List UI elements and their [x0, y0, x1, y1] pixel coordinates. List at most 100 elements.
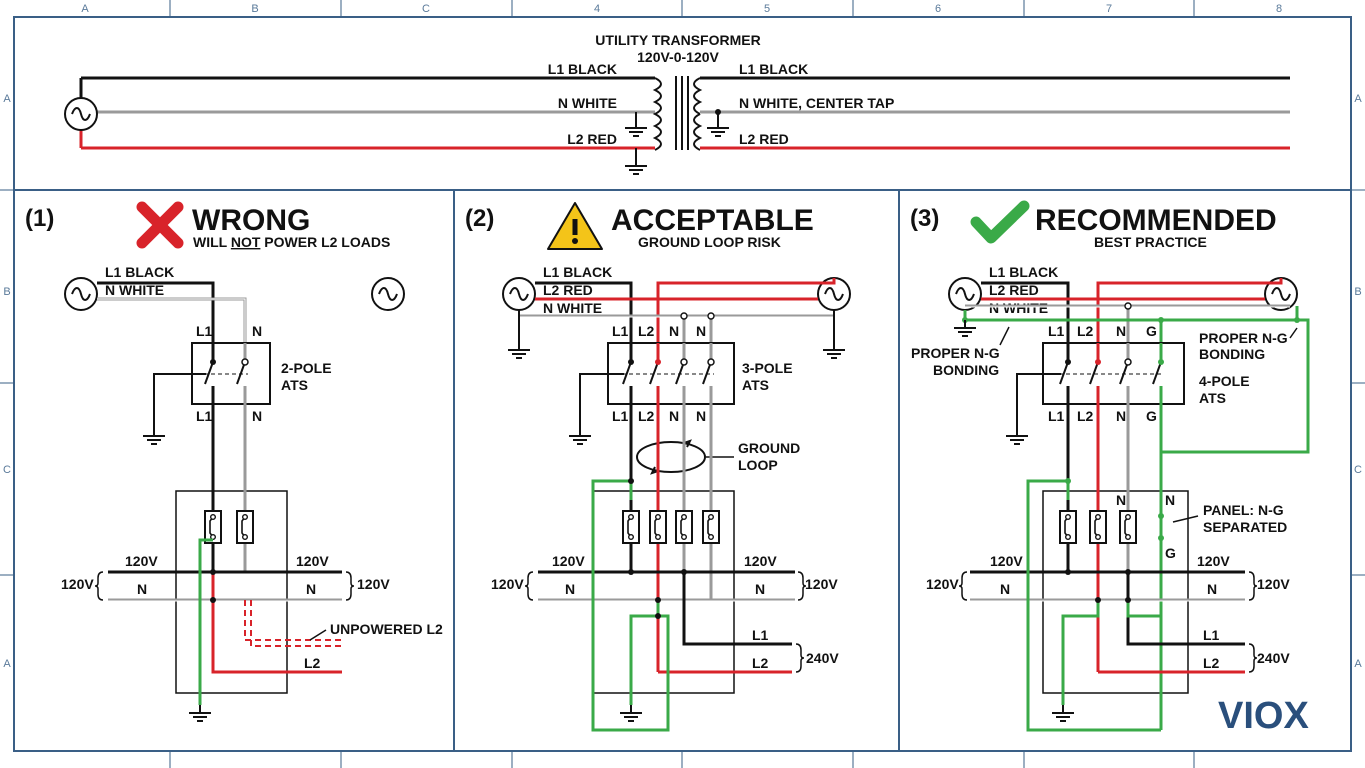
ats-label: 2-POLE [281, 360, 332, 376]
breaker-icon [702, 510, 720, 544]
panel-number: (2) [465, 205, 494, 232]
secondary-l2-label: L2 RED [739, 131, 789, 147]
l1-black-label: L1 BLACK [543, 264, 612, 280]
ruler-row: C [1354, 464, 1362, 476]
pole-label: L2 [638, 408, 655, 424]
voltage-label: 120V [357, 576, 390, 592]
pole-label: N [696, 408, 706, 424]
l1-black-label: L1 BLACK [989, 264, 1058, 280]
panel-recommended: (3) RECOMMENDED BEST PRACTICE L1 BLACK L… [910, 200, 1310, 732]
l1-wire [97, 281, 215, 355]
pole-label: N [1116, 408, 1126, 424]
n-label: N [137, 581, 147, 597]
breaker-icon [1059, 510, 1077, 544]
l2-label: L2 [752, 655, 769, 671]
voltage-240-label: 240V [806, 650, 839, 666]
ng-bonding-wire [963, 310, 1310, 454]
ats-label: 4-POLE [1199, 373, 1250, 389]
ground-icon [1005, 427, 1029, 445]
ng-bonding-label: BONDING [1199, 346, 1265, 362]
secondary-n-label: N WHITE, CENTER TAP [739, 95, 894, 111]
pole-label: L1 [612, 408, 629, 424]
ruler-col: 6 [935, 3, 941, 15]
viox-logo: VIOX [1218, 695, 1309, 737]
ruler-row: C [3, 464, 11, 476]
l2-wire [211, 572, 342, 674]
ground-icon [953, 319, 977, 337]
secondary-coil-icon [693, 77, 703, 151]
breaker-icon [236, 510, 254, 544]
ground-wire [198, 538, 213, 705]
ruler-col: C [422, 3, 430, 15]
l1-label: L1 [1203, 627, 1220, 643]
n-white-label: N WHITE [543, 300, 602, 316]
ground-icon [619, 704, 643, 722]
utility-transformer: UTILITY TRANSFORMER 120V-0-120V L1 BLACK… [64, 32, 1290, 175]
unpowered-l2-label: UNPOWERED L2 [330, 621, 443, 637]
ng-bonding-label: PROPER N-G [1199, 330, 1288, 346]
panel-subheading: GROUND LOOP RISK [638, 234, 781, 250]
ground-loop-label: LOOP [738, 457, 778, 473]
primary-coil-icon [652, 77, 662, 151]
voltage-label: 120V [296, 553, 329, 569]
l2-label: L2 [304, 655, 321, 671]
breaker-icon [1089, 510, 1107, 544]
l1-black-label: L1 BLACK [105, 264, 174, 280]
ground-icon [1051, 704, 1075, 722]
pole-label: L2 [638, 323, 655, 339]
ruler-col: 5 [764, 3, 770, 15]
ground-wire [1026, 479, 1161, 732]
n-label: N [1000, 581, 1010, 597]
ruler-row: A [1354, 658, 1362, 670]
panel-acceptable: (2) ACCEPTABLE GROUND LOOP RISK L1 BLACK… [465, 202, 851, 732]
ground-icon [822, 341, 846, 359]
primary-l1-label: L1 BLACK [548, 61, 617, 77]
generator-source-icon [371, 277, 405, 311]
l2-red-label: L2 RED [543, 282, 593, 298]
ground-icon [507, 341, 531, 359]
voltage-label: 120V [61, 576, 94, 592]
n-white-label: N WHITE [989, 300, 1048, 316]
pole-label: N [669, 408, 679, 424]
column-ruler: A B C 4 5 6 7 8 [81, 3, 1282, 15]
ground-loop-icon [636, 441, 706, 473]
pole-label: N [252, 408, 262, 424]
primary-n-label: N WHITE [558, 95, 617, 111]
ground-icon [188, 704, 212, 722]
ats-label: ATS [1199, 390, 1226, 406]
l1-wire [981, 281, 1070, 355]
row-ruler: A B C A A B C A [3, 93, 1362, 670]
ruler-col: B [251, 3, 258, 15]
n-marker-label: N [1116, 492, 1126, 508]
panel-wrong: (1) WRONG WILL NOT POWER L2 LOADS L1 BLA… [25, 201, 443, 722]
ruler-row: A [1354, 93, 1362, 105]
panel-heading: WRONG [192, 204, 310, 237]
panel-number: (3) [910, 205, 939, 232]
ruler-col: 8 [1276, 3, 1282, 15]
green-check-icon [970, 200, 1030, 244]
panel-subheading: BEST PRACTICE [1094, 234, 1207, 250]
voltage-240-label: 240V [1257, 650, 1290, 666]
breaker-icon [1119, 510, 1137, 544]
transformer-title: UTILITY TRANSFORMER [595, 32, 760, 48]
n-label: N [306, 581, 316, 597]
panel-heading: ACCEPTABLE [611, 204, 814, 237]
voltage-label: 120V [491, 576, 524, 592]
pole-label: N [252, 323, 262, 339]
n-marker-label: N [1165, 492, 1175, 508]
utility-source-icon [502, 277, 536, 311]
pole-label: L1 [196, 323, 213, 339]
voltage-label: 120V [1197, 553, 1230, 569]
pole-label: L2 [1077, 323, 1094, 339]
breaker-icon [204, 510, 222, 544]
pole-label: N [669, 323, 679, 339]
voltage-label: 120V [926, 576, 959, 592]
ng-bonding-label: BONDING [933, 362, 999, 378]
l1-label: L1 [752, 627, 769, 643]
voltage-label: 120V [1257, 576, 1290, 592]
pole-label: L1 [612, 323, 629, 339]
l1-240-wire [682, 572, 792, 646]
panel-ng-label: SEPARATED [1203, 519, 1287, 535]
ruler-row: A [3, 93, 11, 105]
